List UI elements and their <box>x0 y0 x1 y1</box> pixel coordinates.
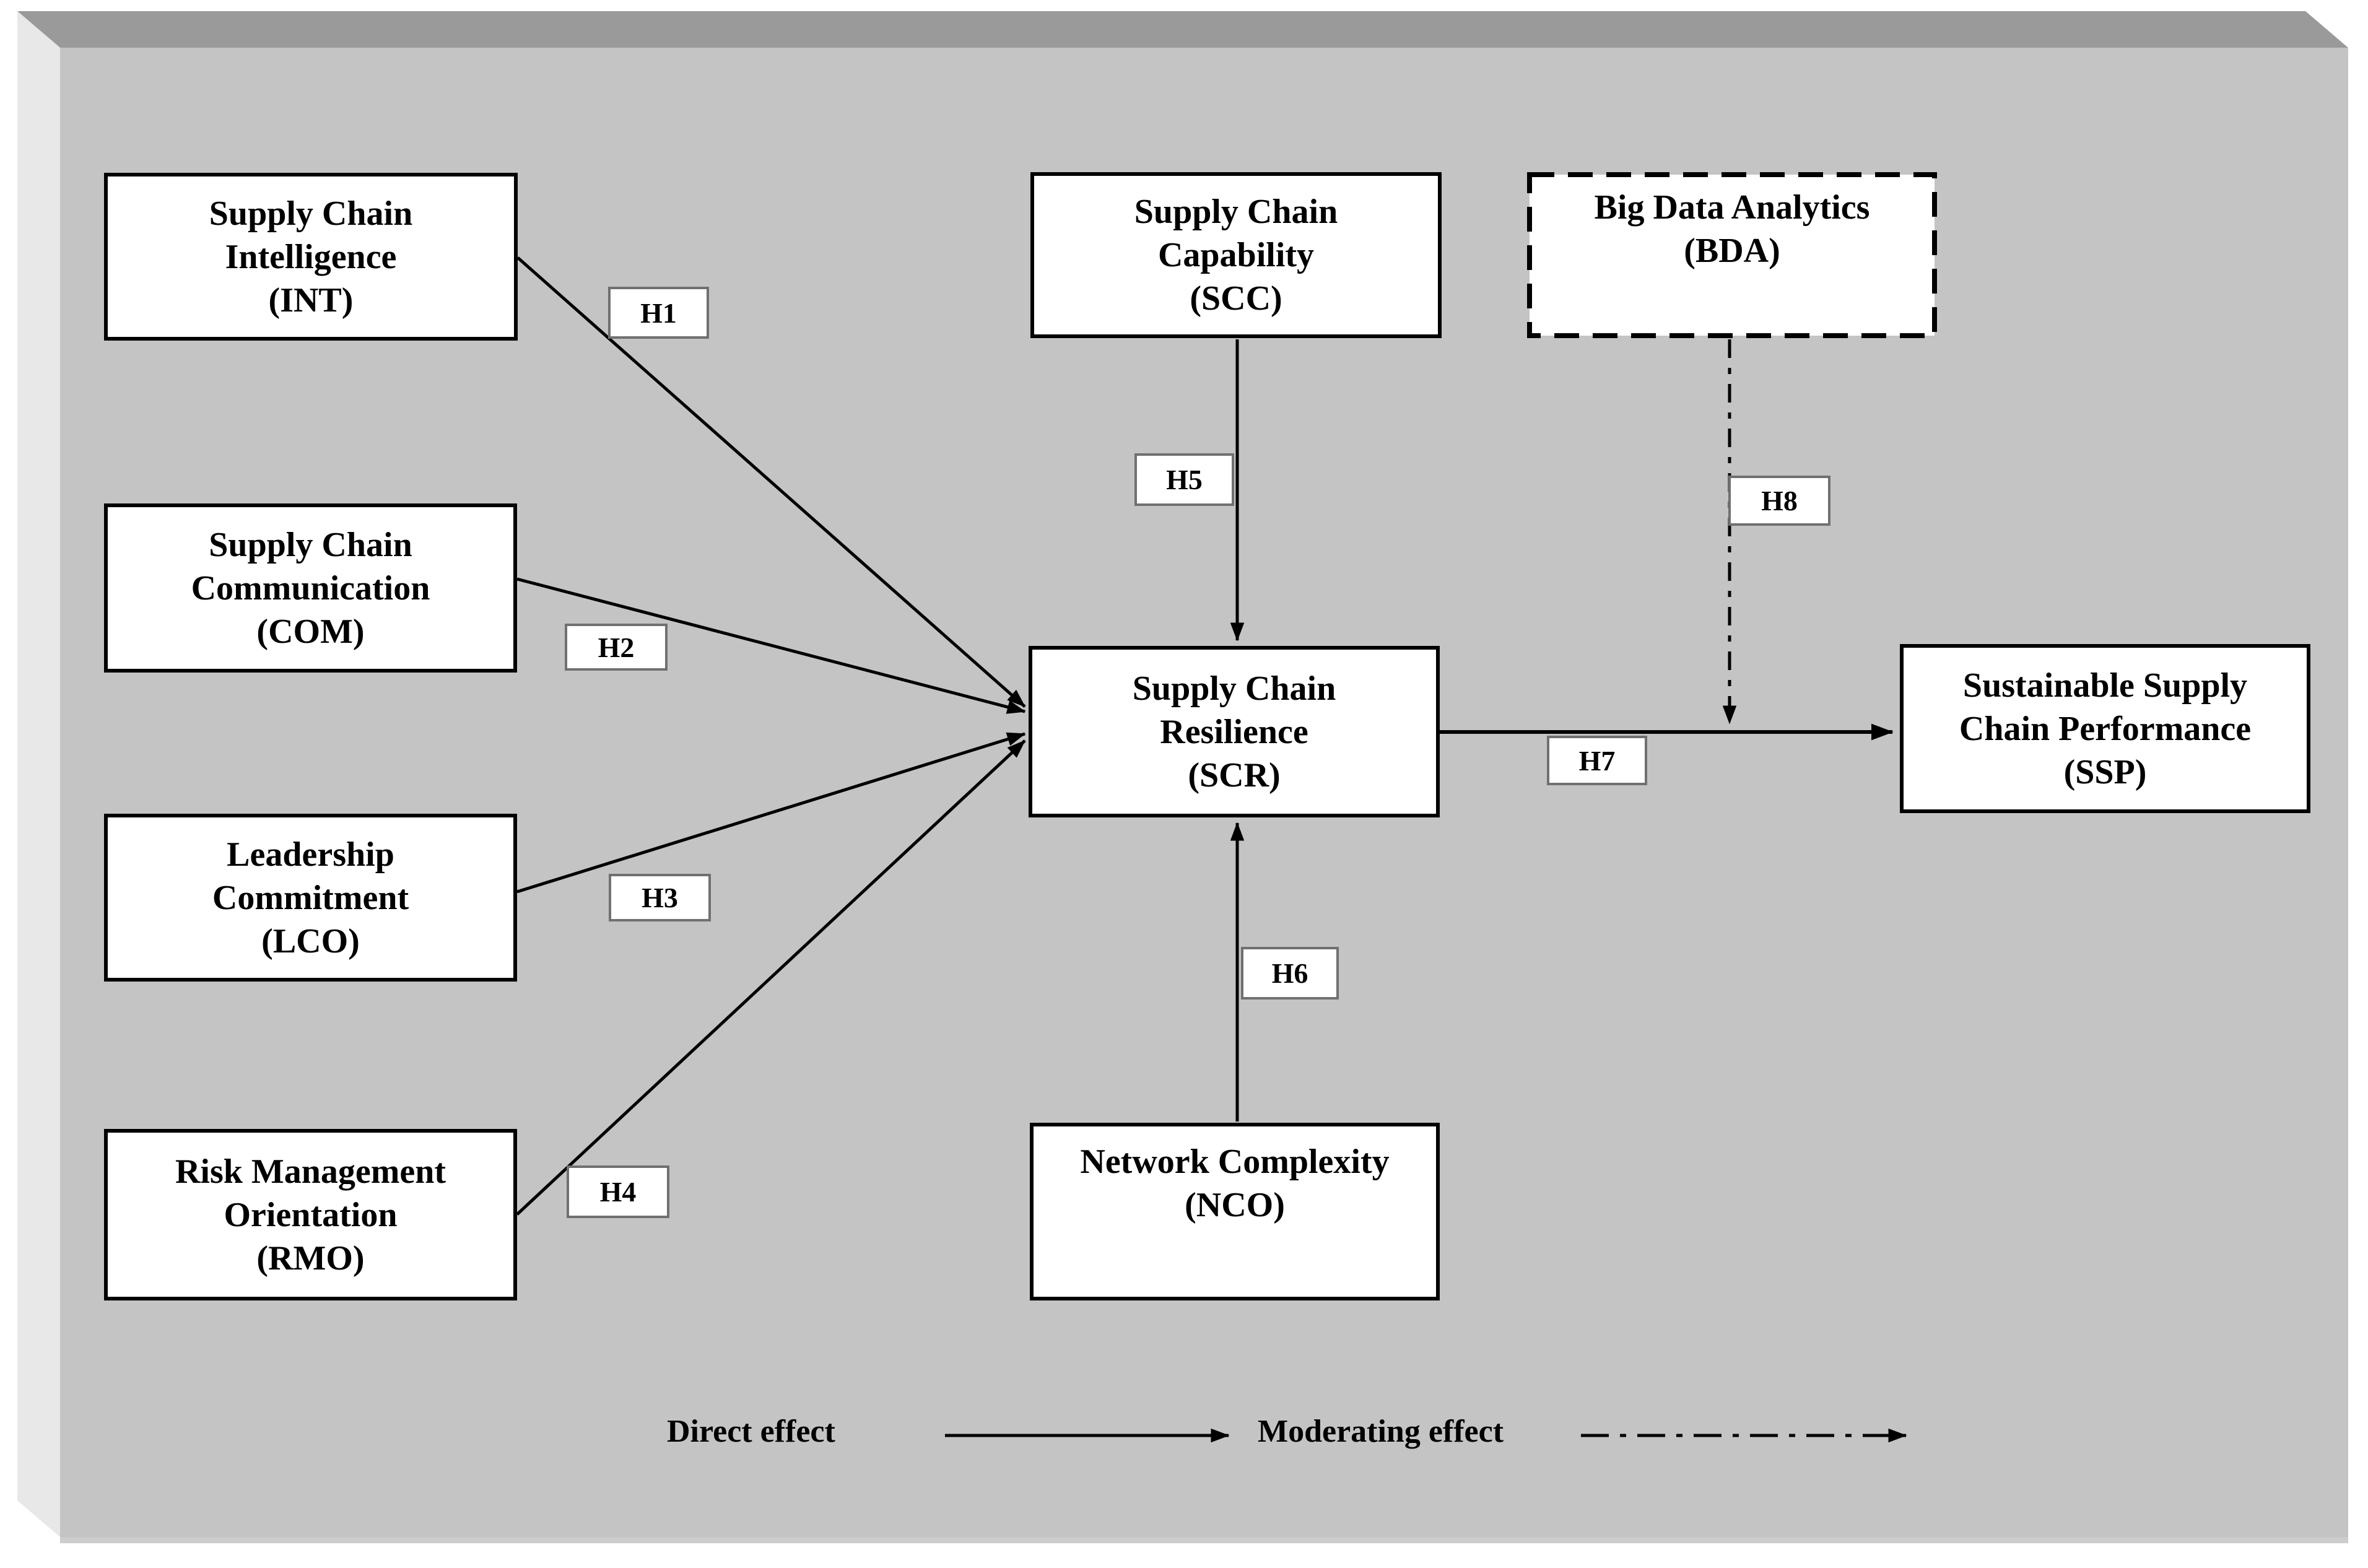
box-text-line: Leadership <box>227 835 394 874</box>
box-supply-chain-intelligence: Supply Chain Intelligence (INT) <box>104 173 518 341</box>
legend-moderating-effect-label: Moderating effect <box>1258 1414 1504 1449</box>
arrow-h1-int-to-scr <box>516 256 1026 708</box>
box-supply-chain-capability: Supply Chain Capability (SCC) <box>1030 172 1442 338</box>
panel-left-bevel <box>17 11 60 1537</box>
panel-bottom-edge <box>60 1537 2348 1543</box>
box-big-data-analytics: Big Data Analytics (BDA) <box>1527 172 1937 338</box>
hypothesis-label-h5: H5 <box>1134 453 1234 506</box>
box-bda-outline <box>1527 172 1937 338</box>
hypothesis-label-h8: H8 <box>1728 476 1830 526</box>
box-text-line: Resilience <box>1160 712 1308 751</box>
box-supply-chain-resilience: Supply Chain Resilience (SCR) <box>1029 646 1440 817</box>
legend-direct-effect-label: Direct effect <box>667 1414 835 1449</box>
box-text-line: (COM) <box>256 612 365 651</box>
box-leadership-commitment: Leadership Commitment (LCO) <box>104 814 517 982</box>
box-text-line: Sustainable Supply <box>1962 666 2248 705</box>
box-risk-management-orientation: Risk Management Orientation (RMO) <box>104 1129 517 1300</box>
box-text-line: Supply Chain <box>1134 193 1338 231</box>
hypothesis-label-h3: H3 <box>609 874 711 921</box>
hypothesis-label-h6: H6 <box>1241 947 1339 1000</box>
box-text-line: Supply Chain <box>209 525 412 564</box>
hypothesis-label-h4: H4 <box>567 1165 669 1218</box>
box-text-line: Intelligence <box>225 237 397 276</box>
box-text-line: Big Data Analytics <box>1594 188 1870 227</box>
panel-top-bevel <box>17 11 2348 48</box>
arrow-h2-com-to-scr <box>516 577 1026 714</box>
box-sustainable-supply-chain-performance: Sustainable Supply Chain Performance (SS… <box>1900 644 2310 813</box>
box-text-line: (INT) <box>268 281 354 320</box>
box-supply-chain-communication: Supply Chain Communication (COM) <box>104 503 517 673</box>
arrow-h3-lco-to-scr <box>516 732 1026 894</box>
box-text-line: Supply Chain <box>209 194 413 233</box>
box-text-line: (BDA) <box>1684 232 1780 270</box>
hypothesis-label-h2: H2 <box>565 624 668 671</box>
box-text-line: (LCO) <box>261 921 360 960</box>
box-text-line: (NCO) <box>1185 1186 1285 1224</box>
box-text-line: Capability <box>1157 236 1315 274</box>
box-text-line: Orientation <box>224 1195 398 1234</box>
box-text-line: Commitment <box>212 878 409 917</box>
box-text-line: Network Complexity <box>1080 1143 1390 1181</box>
box-text-line: Communication <box>191 568 430 608</box>
arrow-h4-rmo-to-scr <box>516 739 1026 1216</box>
box-text-line: Risk Management <box>175 1152 446 1191</box>
box-text-line: (SCC) <box>1190 279 1282 318</box>
hypothesis-label-h7: H7 <box>1547 736 1647 785</box>
hypothesis-label-h1: H1 <box>608 287 709 339</box>
box-text-line: Supply Chain <box>1132 669 1336 708</box>
box-text-line: (SSP) <box>2063 752 2147 791</box>
box-text-line: (RMO) <box>256 1239 365 1278</box>
box-text-line: (SCR) <box>1188 756 1281 795</box>
box-text-line: Chain Performance <box>1959 709 2252 748</box>
box-network-complexity: Network Complexity (NCO) <box>1030 1123 1440 1300</box>
